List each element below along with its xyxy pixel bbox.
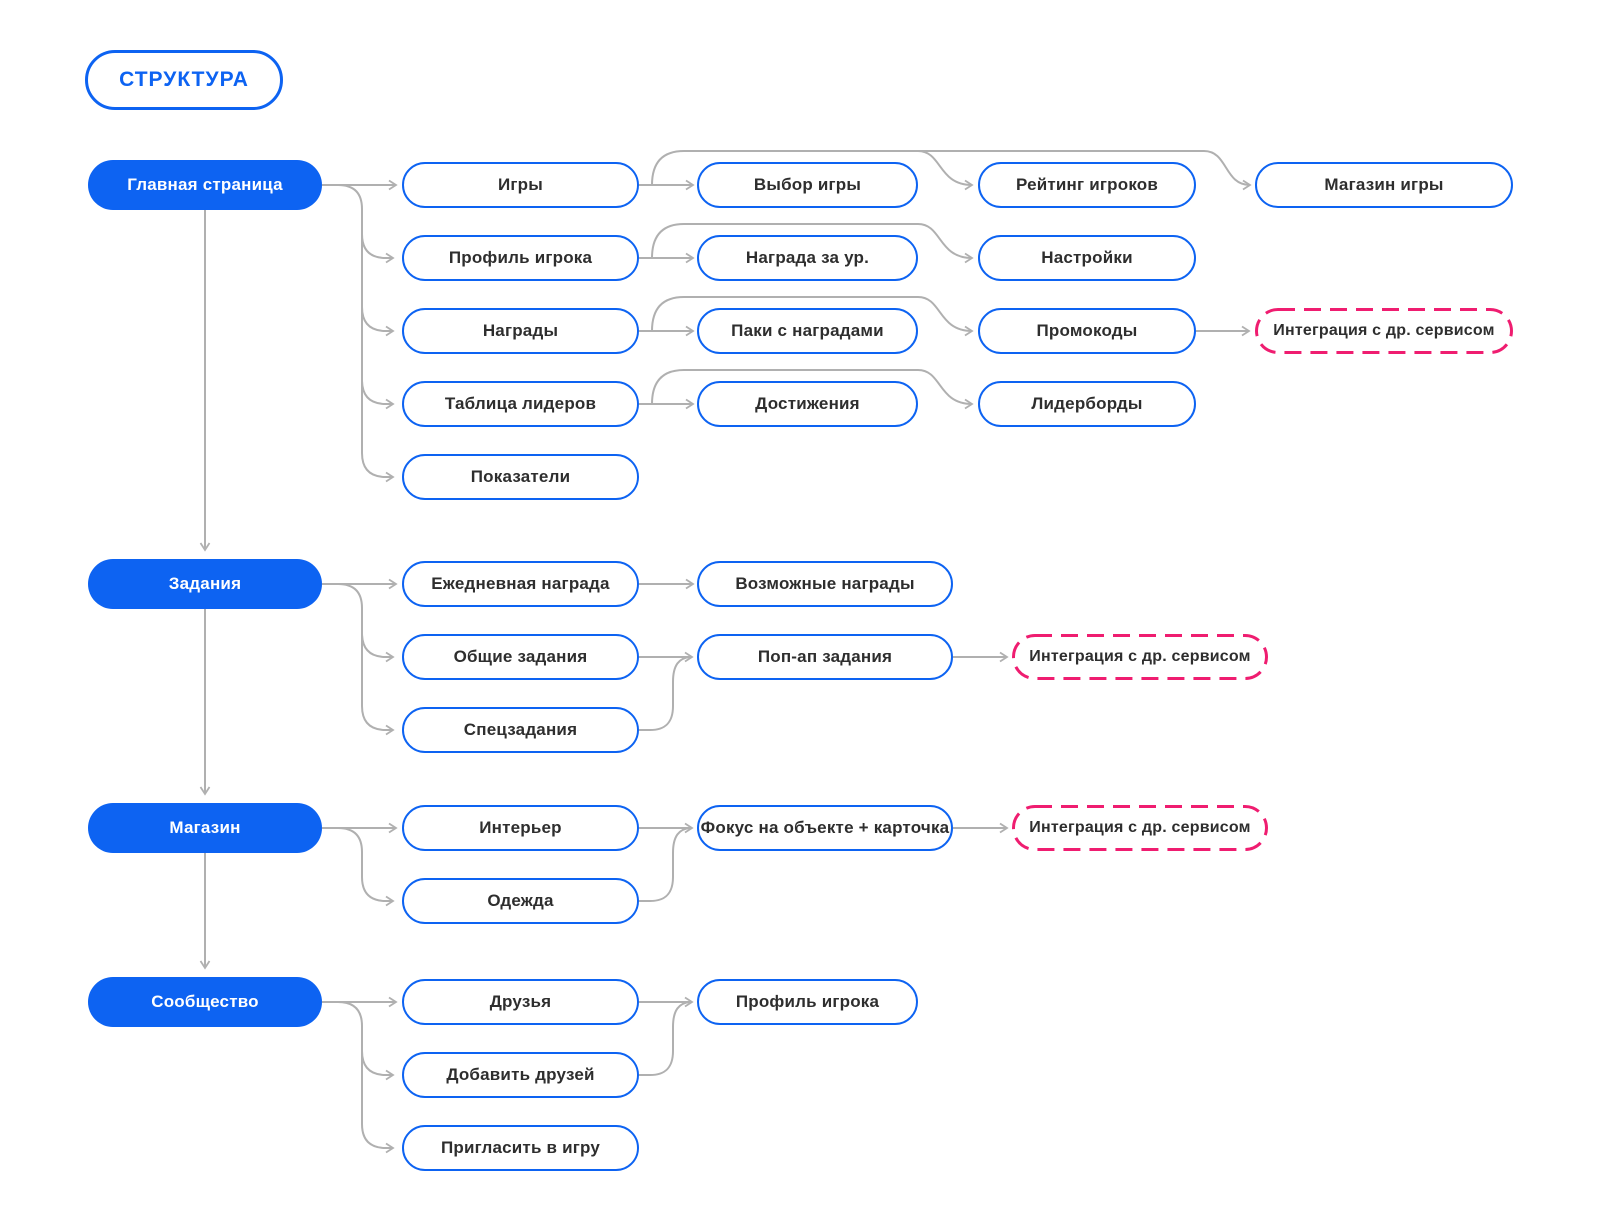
node-tasks-label: Задания: [168, 574, 242, 593]
node-rewards[interactable]: Награды: [402, 308, 639, 354]
node-leaderboards-label: Лидерборды: [1031, 394, 1143, 413]
node-games-label: Игры: [497, 175, 543, 194]
dashed-border: [1012, 805, 1268, 851]
node-settings[interactable]: Настройки: [978, 235, 1196, 281]
node-promocodes-label: Промокоды: [1036, 321, 1138, 340]
node-daily-reward-label: Ежедневная награда: [431, 574, 610, 593]
node-interior[interactable]: Интерьер: [402, 805, 639, 851]
node-home-label: Главная страница: [127, 175, 283, 194]
node-possible-rewards-label: Возможные награды: [735, 574, 915, 593]
node-add-friends[interactable]: Добавить друзей: [402, 1052, 639, 1098]
connector-group: [199, 150, 1252, 1154]
node-integration-3[interactable]: Интеграция с др. сервисом: [1012, 805, 1268, 851]
dashed-border: [1012, 634, 1268, 680]
node-profile[interactable]: Профиль игрока: [402, 235, 639, 281]
node-game-select[interactable]: Выбор игры: [697, 162, 918, 208]
dashed-border: [1255, 308, 1513, 354]
node-shop-label: Магазин: [169, 818, 241, 837]
node-settings-label: Настройки: [1041, 248, 1133, 267]
node-add-friends-label: Добавить друзей: [446, 1065, 595, 1084]
node-clothes-label: Одежда: [487, 891, 554, 910]
node-achievements[interactable]: Достижения: [697, 381, 918, 427]
node-friends-label: Друзья: [489, 992, 552, 1011]
node-game-select-label: Выбор игры: [753, 175, 862, 194]
node-community[interactable]: Сообщество: [88, 977, 322, 1027]
node-integration-3-label: Интеграция с др. сервисом: [1029, 819, 1251, 836]
node-player-rating[interactable]: Рейтинг игроков: [978, 162, 1196, 208]
node-focus-card[interactable]: Фокус на объекте + карточка: [697, 805, 953, 851]
node-games[interactable]: Игры: [402, 162, 639, 208]
node-popup-tasks-label: Поп-ап задания: [757, 647, 893, 666]
node-invite-label: Пригласить в игру: [440, 1138, 601, 1157]
node-leaders-table[interactable]: Таблица лидеров: [402, 381, 639, 427]
node-shop[interactable]: Магазин: [88, 803, 322, 853]
node-community-label: Сообщество: [151, 992, 259, 1011]
node-level-reward[interactable]: Награда за ур.: [697, 235, 918, 281]
node-promocodes[interactable]: Промокоды: [978, 308, 1196, 354]
node-friends[interactable]: Друзья: [402, 979, 639, 1025]
node-possible-rewards[interactable]: Возможные награды: [697, 561, 953, 607]
node-game-shop-label: Магазин игры: [1324, 175, 1444, 194]
node-player-profile-label: Профиль игрока: [735, 992, 880, 1011]
node-rewards-label: Награды: [482, 321, 559, 340]
node-daily-reward[interactable]: Ежедневная награда: [402, 561, 639, 607]
node-achievements-label: Достижения: [755, 394, 860, 413]
page-title: СТРУКТУРА: [119, 68, 249, 91]
node-integration-2-label: Интеграция с др. сервисом: [1029, 648, 1251, 665]
node-popup-tasks[interactable]: Поп-ап задания: [697, 634, 953, 680]
node-special-tasks-label: Спецзадания: [463, 720, 578, 739]
node-home[interactable]: Главная страница: [88, 160, 322, 210]
node-player-profile[interactable]: Профиль игрока: [697, 979, 918, 1025]
node-metrics[interactable]: Показатели: [402, 454, 639, 500]
node-interior-label: Интерьер: [479, 818, 562, 837]
node-clothes[interactable]: Одежда: [402, 878, 639, 924]
title-badge: СТРУКТУРА: [85, 50, 283, 110]
node-integration-1[interactable]: Интеграция с др. сервисом: [1255, 308, 1513, 354]
node-game-shop[interactable]: Магазин игры: [1255, 162, 1513, 208]
node-reward-packs[interactable]: Паки с наградами: [697, 308, 918, 354]
node-reward-packs-label: Паки с наградами: [731, 321, 884, 340]
node-leaders-table-label: Таблица лидеров: [444, 394, 597, 413]
node-common-tasks-label: Общие задания: [453, 647, 588, 666]
node-profile-label: Профиль игрока: [448, 248, 593, 267]
node-player-rating-label: Рейтинг игроков: [1015, 175, 1159, 194]
node-special-tasks[interactable]: Спецзадания: [402, 707, 639, 753]
node-level-reward-label: Награда за ур.: [745, 248, 870, 267]
node-focus-card-label: Фокус на объекте + карточка: [700, 818, 950, 837]
node-common-tasks[interactable]: Общие задания: [402, 634, 639, 680]
node-tasks[interactable]: Задания: [88, 559, 322, 609]
node-integration-1-label: Интеграция с др. сервисом: [1273, 322, 1495, 339]
node-metrics-label: Показатели: [470, 467, 571, 486]
node-leaderboards[interactable]: Лидерборды: [978, 381, 1196, 427]
node-integration-2[interactable]: Интеграция с др. сервисом: [1012, 634, 1268, 680]
node-invite[interactable]: Пригласить в игру: [402, 1125, 639, 1171]
